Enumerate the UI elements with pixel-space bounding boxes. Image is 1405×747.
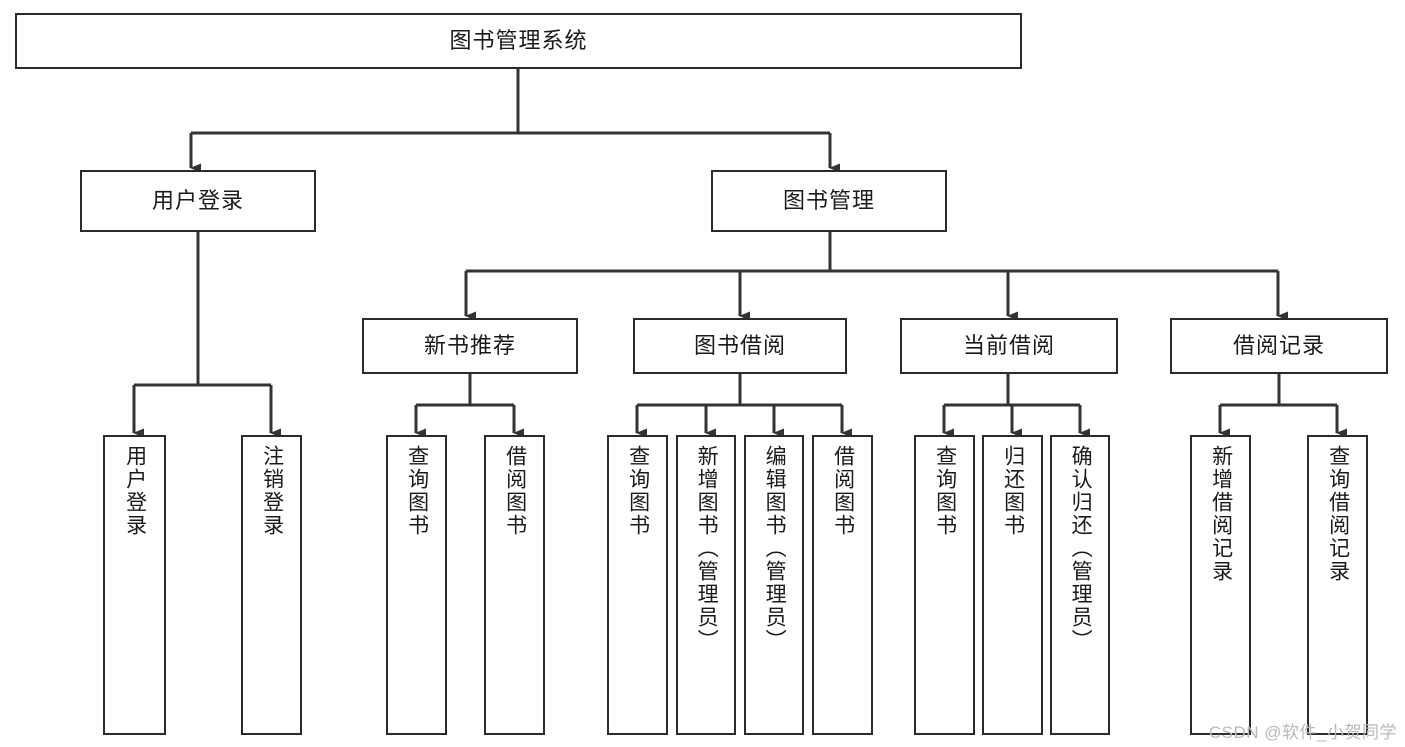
node-label: 借阅图书 [831, 445, 855, 537]
node-label: 查询图书 [405, 445, 429, 537]
node-leaf[interactable]: 查询图书 [607, 435, 668, 735]
node-label: 图书借阅 [693, 332, 786, 358]
node-leaf[interactable]: 查询借阅记录 [1307, 435, 1368, 735]
node-label: 查询图书 [626, 445, 650, 537]
node-label: 当前借阅 [962, 332, 1055, 358]
node-label: 借阅记录 [1232, 332, 1325, 358]
node-label: 查询图书 [933, 445, 957, 537]
current-borrow-to-leaf-connectors [942, 374, 1090, 438]
node-leaf[interactable]: 编辑图书（管理员） [744, 435, 804, 735]
node-label: 归还图书 [1001, 445, 1025, 537]
borrow-record-to-leaf-connectors [1218, 374, 1347, 438]
node-label: 查询借阅记录 [1326, 445, 1350, 583]
node-new-book-recommend[interactable]: 新书推荐 [362, 318, 578, 374]
node-label: 用户登录 [151, 187, 244, 213]
node-leaf[interactable]: 借阅图书 [484, 435, 545, 735]
book-mgmt-to-level3-connectors [464, 232, 1288, 321]
node-leaf[interactable]: 确认归还（管理员） [1050, 435, 1110, 735]
node-leaf[interactable]: 查询图书 [914, 435, 975, 735]
node-leaf[interactable]: 归还图书 [982, 435, 1043, 735]
node-leaf[interactable]: 注销登录 [241, 435, 302, 735]
node-current-borrow[interactable]: 当前借阅 [900, 318, 1118, 374]
new-book-to-leaf-connectors [414, 374, 524, 438]
node-label: 新增图书（管理员） [695, 445, 719, 652]
root-to-level2-connectors [189, 69, 840, 173]
node-user-login[interactable]: 用户登录 [80, 170, 316, 232]
node-label: 编辑图书（管理员） [763, 445, 787, 652]
node-label: 新增借阅记录 [1209, 445, 1233, 583]
node-label: 注销登录 [260, 445, 284, 537]
node-label: 图书管理系统 [449, 27, 588, 53]
node-book-management[interactable]: 图书管理 [711, 170, 947, 232]
node-label: 借阅图书 [503, 445, 527, 537]
node-leaf[interactable]: 新增图书（管理员） [676, 435, 736, 735]
node-label: 新书推荐 [423, 332, 516, 358]
node-leaf[interactable]: 借阅图书 [812, 435, 873, 735]
borrow-book-to-leaf-connectors [635, 374, 852, 438]
node-leaf[interactable]: 用户登录 [103, 435, 166, 735]
user-login-to-leaf-connectors [132, 232, 281, 438]
node-leaf[interactable]: 查询图书 [386, 435, 447, 735]
node-borrow-record[interactable]: 借阅记录 [1170, 318, 1388, 374]
node-leaf[interactable]: 新增借阅记录 [1190, 435, 1251, 735]
node-label: 确认归还（管理员） [1069, 445, 1093, 652]
node-label: 图书管理 [782, 187, 875, 213]
node-book-borrow[interactable]: 图书借阅 [633, 318, 847, 374]
node-root-system[interactable]: 图书管理系统 [15, 13, 1022, 69]
node-label: 用户登录 [123, 445, 147, 537]
